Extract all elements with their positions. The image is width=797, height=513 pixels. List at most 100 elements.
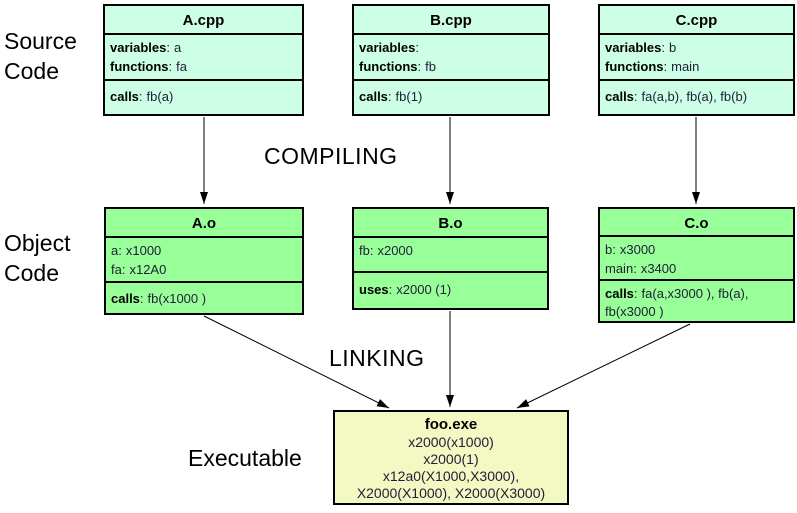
calls-compartment: calls:fb(a) [105, 81, 302, 114]
symbol-line: fa:x12A0 [111, 260, 302, 279]
calls-line: calls:fb(x1000 ) [111, 289, 302, 308]
symbol-address: x12A0 [129, 262, 167, 277]
box-title: A.cpp [105, 6, 302, 35]
field-label: uses [359, 282, 389, 297]
field-value: fb [425, 59, 436, 74]
symbol-address: x3400 [640, 261, 677, 277]
functions-line: functions:main [605, 57, 793, 76]
symbol-address: x1000 [125, 243, 162, 258]
colon: : [415, 40, 419, 55]
box-title: A.o [106, 209, 302, 238]
executable-line: x12a0(X1000,X3000), [382, 468, 520, 484]
colon: : [633, 89, 638, 104]
field-label: functions [605, 59, 664, 74]
symbol-address: x2000 [377, 243, 413, 258]
row-label-object-code: Object Code [4, 230, 71, 286]
symbol-name: fa [111, 262, 122, 277]
colon: : [168, 59, 173, 74]
calls-compartment: calls:fa(a,b), fb(a), fb(b) [600, 81, 793, 114]
field-value: fb(a) [146, 89, 174, 104]
object-box-a-o: A.o a:x1000 fa:x12A0 calls:fb(x1000 ) [104, 207, 304, 315]
field-label: calls [605, 89, 634, 104]
symbols-compartment: fb:x2000 [354, 238, 547, 273]
colon: : [118, 243, 122, 258]
uses-compartment: uses:x2000 (1) [354, 273, 547, 308]
colon: : [417, 59, 422, 74]
functions-line: functions:fa [110, 57, 302, 76]
box-title: B.o [354, 209, 547, 238]
field-value: a [174, 40, 182, 55]
declarations-compartment: variables:b functions:main [600, 35, 793, 81]
field-value: main [671, 59, 700, 74]
object-box-c-o: C.o b:x3000 main:x3400 calls:fa(a,x3000 … [598, 207, 795, 323]
field-value: fb(1) [395, 89, 423, 104]
colon: : [633, 261, 637, 277]
box-title: C.cpp [600, 6, 793, 35]
colon: : [633, 286, 638, 301]
symbol-line: main:x3400 [605, 259, 793, 278]
row-label-executable: Executable [188, 445, 302, 471]
source-box-c-cpp: C.cpp variables:b functions:main calls:f… [598, 4, 795, 116]
colon: : [661, 40, 665, 55]
row-label-source-code: Source Code [4, 28, 77, 84]
colon: : [139, 291, 144, 306]
stage-label-compiling: COMPILING [264, 143, 398, 169]
symbol-line: fb:x2000 [359, 241, 547, 260]
calls-compartment: calls:fa(a,x3000 ), fb(a), fb(x3000 ) [600, 281, 793, 321]
symbol-line: a:x1000 [111, 241, 302, 260]
declarations-compartment: variables:a functions:fa [105, 35, 302, 81]
field-value: fa(a,x3000 ), fb(a), fb(x3000 ) [605, 286, 749, 319]
symbols-compartment: b:x3000 main:x3400 [600, 237, 793, 281]
executable-line: x2000(x1000) [408, 434, 494, 450]
field-value: fb(x1000 ) [147, 291, 207, 306]
variables-line: variables: [359, 38, 548, 57]
box-title: C.o [600, 209, 793, 238]
executable-title: foo.exe [424, 416, 478, 433]
field-value: b [669, 40, 677, 55]
symbol-name: a [111, 243, 119, 258]
executable-line: x2000(1) [423, 451, 479, 467]
field-value: x2000 (1) [396, 282, 452, 297]
symbol-name: main [605, 261, 634, 277]
uses-line: uses:x2000 (1) [359, 280, 547, 299]
field-value: fa(a,b), fb(a), fb(b) [641, 89, 748, 104]
calls-line: calls:fb(1) [359, 87, 548, 106]
field-value: fa [176, 59, 187, 74]
source-box-b-cpp: B.cpp variables: functions:fb calls:fb(1… [352, 4, 550, 116]
symbol-name: b [605, 242, 613, 258]
symbol-address: x3000 [619, 242, 656, 258]
link-arrow-c [516, 323, 691, 409]
colon: : [387, 89, 392, 104]
field-label: functions [359, 59, 418, 74]
colon: : [663, 59, 668, 74]
field-label: calls [110, 89, 139, 104]
colon: : [388, 282, 393, 297]
colon: : [166, 40, 170, 55]
colon: : [612, 242, 616, 258]
symbol-line: b:x3000 [605, 240, 793, 259]
variables-line: variables: b [605, 38, 793, 57]
calls-line: calls:fa(a,x3000 ), fb(a), fb(x3000 ) [605, 285, 793, 321]
object-box-b-o: B.o fb:x2000 uses:x2000 (1) [352, 207, 549, 310]
field-label: calls [359, 89, 388, 104]
executable-line: X2000(X1000), X2000(X3000) [356, 485, 546, 501]
field-label: variables [110, 40, 167, 55]
box-title: B.cpp [354, 6, 548, 35]
field-label: functions [110, 59, 169, 74]
stage-label-linking: LINKING [329, 345, 425, 371]
calls-compartment: calls:fb(x1000 ) [106, 283, 302, 313]
field-label: variables [605, 40, 662, 55]
calls-line: calls:fa(a,b), fb(a), fb(b) [605, 87, 793, 106]
colon: : [138, 89, 143, 104]
field-label: calls [605, 286, 634, 301]
executable-box-foo-exe: foo.exe x2000(x1000) x2000(1) x12a0(X100… [333, 410, 569, 505]
declarations-compartment: variables: functions:fb [354, 35, 548, 81]
calls-compartment: calls:fb(1) [354, 81, 548, 114]
functions-line: functions:fb [359, 57, 548, 76]
calls-line: calls:fb(a) [110, 87, 302, 106]
symbols-compartment: a:x1000 fa:x12A0 [106, 238, 302, 283]
field-label: calls [111, 291, 140, 306]
field-label: variables [359, 40, 416, 55]
colon: : [121, 262, 126, 277]
